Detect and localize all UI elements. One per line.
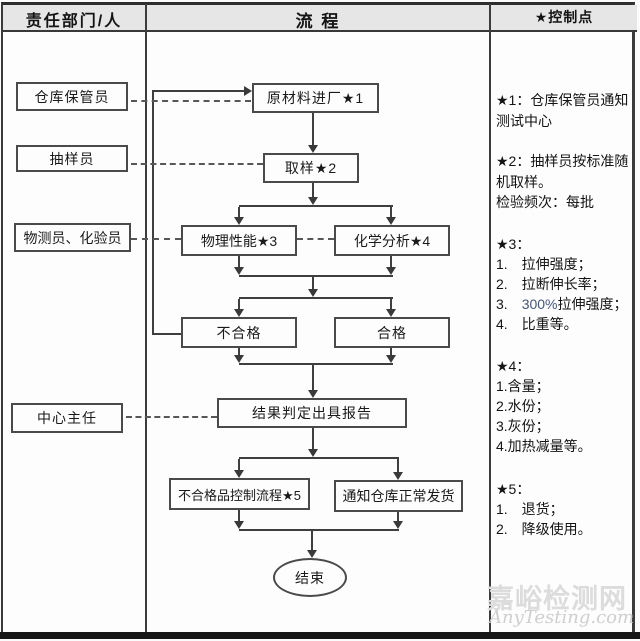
box-fail: 不合格 xyxy=(181,317,297,348)
note-line: 3.灰份； xyxy=(496,418,550,434)
box-physical-properties: 物理性能★3 xyxy=(181,225,297,256)
connector-chemical-down xyxy=(390,256,392,268)
note-segment-accent: 300% xyxy=(521,296,558,312)
note-line: 检验频次：每批 xyxy=(496,194,594,210)
connector-physical-down xyxy=(238,256,240,268)
connector-pass-down xyxy=(390,348,392,356)
bottom-border-bar xyxy=(0,632,640,639)
box-pass: 合格 xyxy=(334,317,450,348)
connector-split1-right xyxy=(390,207,392,218)
watermark-chinese: 嘉峪检测网 xyxy=(487,584,627,614)
note-line: 4. 比重等。 xyxy=(496,316,578,332)
connector-split2-right xyxy=(390,299,392,310)
note-line: ★4： xyxy=(496,358,531,374)
header-background xyxy=(3,5,637,31)
arrowhead-down-icon xyxy=(386,309,396,317)
dashed-link-testers xyxy=(131,238,181,240)
header-responsible: 责任部门/人 xyxy=(25,13,123,30)
connector-merge-to-report xyxy=(312,365,314,391)
dashed-link-physical-chemical xyxy=(297,238,334,240)
connector-split2-left xyxy=(238,299,240,310)
arrowhead-down-icon xyxy=(393,521,403,529)
note-line: ★5： xyxy=(496,481,531,497)
split-line-tests xyxy=(239,205,393,207)
arrowhead-down-icon xyxy=(234,217,244,225)
note-line: 4.加热减量等。 xyxy=(496,438,592,454)
merge-line-tests xyxy=(239,275,393,277)
header-process: 流 程 xyxy=(295,12,341,31)
feedback-line-top xyxy=(153,90,244,92)
connector-notify-down xyxy=(397,512,399,522)
note-line: 测试中心 xyxy=(496,113,552,129)
box-chemical-analysis: 化学分析★4 xyxy=(334,225,450,256)
connector-nc-down xyxy=(238,510,240,522)
split-line-judgement xyxy=(239,297,393,299)
arrowhead-down-icon xyxy=(307,550,317,558)
box-testers: 物测员、化验员 xyxy=(14,223,131,252)
connector-split1-left xyxy=(238,207,240,218)
note-line: ★1：仓库保管员通知 xyxy=(496,92,629,108)
note-line: 2.水份； xyxy=(496,398,550,414)
note-segment: 3. xyxy=(496,296,522,312)
dashed-link-sampler xyxy=(131,163,263,165)
arrowhead-down-icon xyxy=(308,145,318,153)
box-raw-material-entry: 原材料进厂★1 xyxy=(252,83,379,113)
connector-sampling-to-split1 xyxy=(312,183,314,198)
arrowhead-down-icon xyxy=(393,472,403,480)
arrowhead-down-icon xyxy=(308,197,318,205)
connector-raw-to-sampling xyxy=(312,113,314,147)
arrowhead-down-icon xyxy=(386,267,396,275)
feedback-line-bottom xyxy=(153,333,181,335)
note-line: ★2：抽样员按标准随 xyxy=(496,153,629,169)
arrowhead-down-icon xyxy=(234,355,244,363)
arrowhead-down-icon xyxy=(308,289,318,297)
connector-merge-to-end xyxy=(311,531,313,551)
note-line: 1. 拉伸强度； xyxy=(496,256,592,272)
box-nonconforming-control: 不合格品控制流程★5 xyxy=(169,478,310,510)
connector-merge-to-split2 xyxy=(312,277,314,290)
box-sampler: 抽样员 xyxy=(16,145,128,172)
note-line: ★3： xyxy=(496,236,531,252)
arrowhead-down-icon xyxy=(234,309,244,317)
terminator-end: 结束 xyxy=(273,558,347,597)
note-line: 1.含量； xyxy=(496,378,550,394)
arrowhead-down-icon xyxy=(386,217,396,225)
dashed-link-director xyxy=(126,416,217,418)
arrowhead-down-icon xyxy=(386,355,396,363)
arrowhead-down-icon xyxy=(234,267,244,275)
connector-split3-left xyxy=(238,459,240,470)
column-divider-right xyxy=(489,4,491,632)
box-result-report: 结果判定出具报告 xyxy=(217,398,407,428)
box-center-director: 中心主任 xyxy=(11,403,123,433)
arrowhead-down-icon xyxy=(308,390,318,398)
dashed-link-warehouse xyxy=(131,100,251,102)
note-line: 2. 降级使用。 xyxy=(496,521,592,537)
header-separator-line xyxy=(1,30,637,32)
connector-split3-right xyxy=(397,459,399,472)
box-sampling: 取样★2 xyxy=(263,153,359,183)
arrowhead-down-icon xyxy=(234,470,244,478)
watermark-english: AnyTesting.com xyxy=(489,607,635,628)
note-line: 3. 300%拉伸强度； xyxy=(496,296,638,313)
header-control-points: ★控制点 xyxy=(534,9,594,25)
feedback-line-vertical xyxy=(152,90,154,335)
connector-fail-down xyxy=(238,348,240,356)
box-notify-warehouse: 通知仓库正常发货 xyxy=(334,480,463,512)
column-divider-left xyxy=(145,4,147,632)
box-warehouse-keeper: 仓库保管员 xyxy=(16,82,128,111)
note-line: 机取样。 xyxy=(496,174,552,190)
arrowhead-right-icon xyxy=(244,86,252,96)
note-segment: 拉伸强度； xyxy=(557,296,628,312)
arrowhead-down-icon xyxy=(234,521,244,529)
split-line-disposition xyxy=(239,457,399,459)
note-line: 2. 拉断伸长率； xyxy=(496,276,606,292)
merge-line-end xyxy=(239,529,399,531)
connector-report-to-split3 xyxy=(312,428,314,450)
note-line: 1. 退货； xyxy=(496,501,564,517)
merge-line-judgement xyxy=(239,363,393,365)
arrowhead-down-icon xyxy=(308,449,318,457)
